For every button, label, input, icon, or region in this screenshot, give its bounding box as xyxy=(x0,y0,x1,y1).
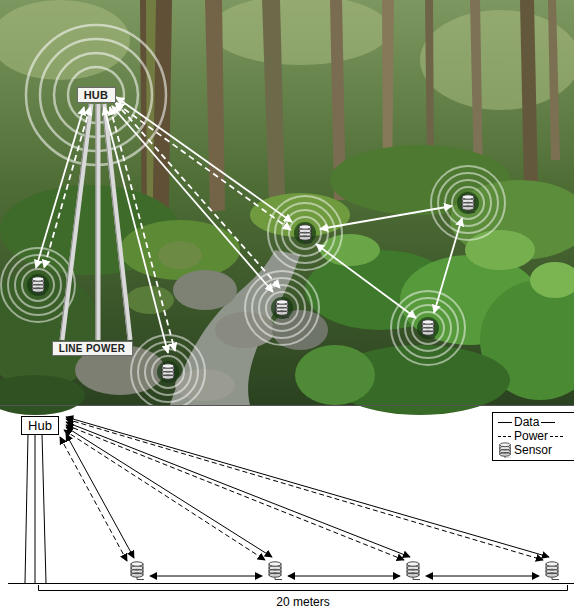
power-line-sample xyxy=(549,431,565,441)
legend-box: DataPowerSensor xyxy=(492,412,574,461)
power-label-box: LINE POWER xyxy=(52,341,133,356)
legend-row: Power xyxy=(497,429,572,443)
node-text: HUB xyxy=(83,89,110,101)
legend-text: Sensor xyxy=(513,443,553,457)
legend-row: Sensor xyxy=(497,443,572,457)
legend-text: Power xyxy=(513,429,549,443)
legend-row: Data xyxy=(497,415,572,429)
node-text: Hub xyxy=(27,418,53,433)
hub-box: Hub xyxy=(21,416,59,435)
hub-label-box: HUB xyxy=(77,87,116,103)
dimension-label: 20 meters xyxy=(273,595,332,609)
power-line-sample xyxy=(497,431,513,441)
sensor-sample xyxy=(497,442,513,458)
data-line-sample xyxy=(540,417,556,427)
label-text: 20 meters xyxy=(276,595,329,609)
legend-text: Data xyxy=(513,415,540,429)
node-text: LINE POWER xyxy=(58,343,127,354)
data-line-sample xyxy=(497,417,513,427)
